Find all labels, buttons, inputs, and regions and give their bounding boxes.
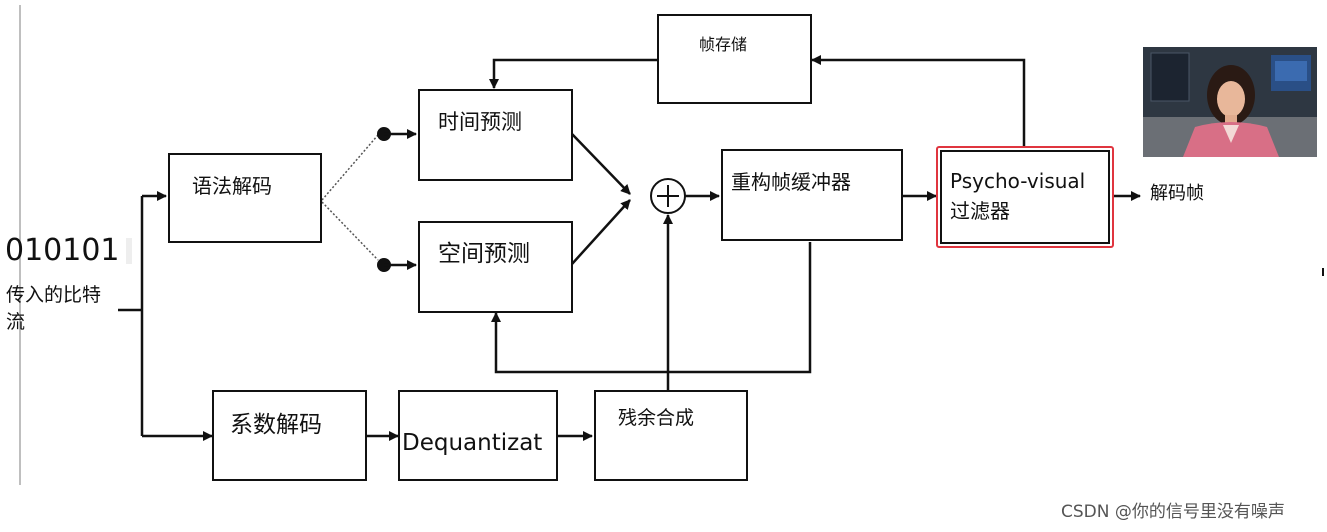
arrow-spatial-to-adder (571, 199, 631, 265)
residual-synthesis-block: 残余合成 (594, 390, 748, 481)
frame-store-label: 帧存储 (699, 35, 748, 54)
input-caption-line1: 传入的比特 (6, 284, 102, 306)
filter-to-framestore-line (811, 55, 1026, 150)
dequantization-label: Dequantizat (402, 430, 543, 456)
filter-label-line1: Psycho-visual (950, 169, 1086, 193)
output-label: 解码帧 (1150, 183, 1204, 204)
coefficient-decode-label: 系数解码 (230, 412, 322, 438)
spatial-prediction-block: 空间预测 (418, 221, 573, 313)
news-anchor-image (1143, 47, 1317, 157)
decoded-frame-thumbnail (1143, 47, 1317, 157)
reconstruction-buffer-block: 重构帧缓冲器 (721, 149, 903, 241)
input-bits: 010101 (5, 233, 120, 268)
bits-cursor (126, 238, 132, 264)
syntax-decode-block: 语法解码 (168, 153, 322, 243)
arrow-temporal-to-adder (571, 133, 631, 195)
psycho-visual-filter-block: Psycho-visual 过滤器 (936, 146, 1114, 248)
filter-label-line2: 过滤器 (950, 199, 1010, 223)
syntax-decode-label: 语法解码 (192, 174, 272, 198)
buffer-feedback-line (491, 242, 812, 374)
dequantization-block: Dequantizat (398, 390, 558, 481)
temporal-prediction-block: 时间预测 (418, 89, 573, 181)
coefficient-decode-block: 系数解码 (212, 390, 367, 481)
framestore-to-temporal-line (489, 58, 658, 89)
frame-store-block: 帧存储 (657, 14, 812, 104)
spatial-prediction-label: 空间预测 (438, 241, 530, 267)
switch-line-top (321, 134, 379, 201)
residual-synthesis-label: 残余合成 (618, 407, 695, 429)
csdn-watermark: CSDN @你的信号里没有噪声 (1061, 502, 1285, 522)
reconstruction-buffer-label: 重构帧缓冲器 (731, 170, 851, 194)
switch-line-bottom (321, 201, 379, 261)
input-caption-line2: 流 (6, 311, 26, 333)
temporal-prediction-label: 时间预测 (438, 110, 522, 134)
